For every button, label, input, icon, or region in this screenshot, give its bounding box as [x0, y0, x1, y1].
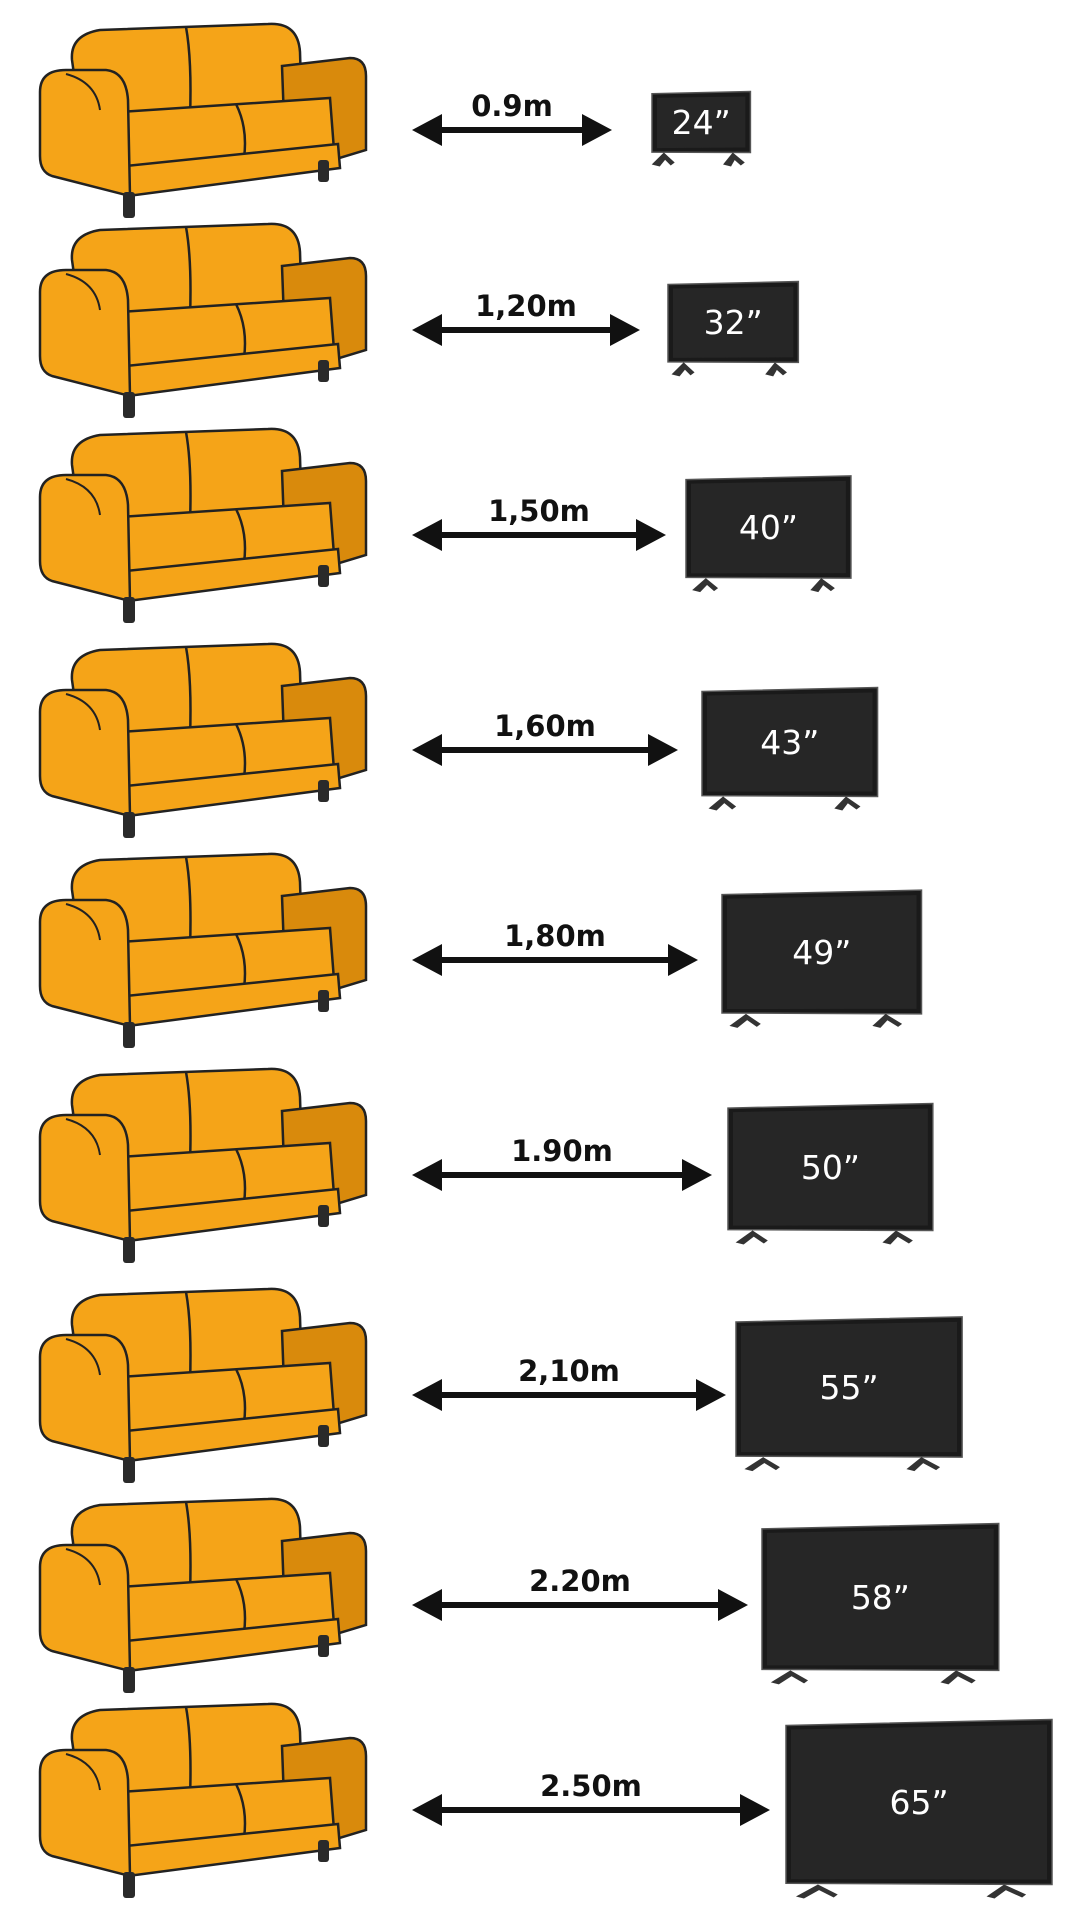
double-arrow-icon [412, 114, 612, 146]
tv-icon: 50” [727, 1102, 934, 1245]
tv-icon: 43” [701, 686, 879, 811]
sofa-icon [38, 222, 368, 418]
sofa-icon [38, 1287, 368, 1483]
double-arrow-icon [412, 944, 698, 976]
distance-label: 2,10m [518, 1354, 620, 1388]
distance-label: 2.50m [540, 1769, 642, 1803]
distance-label: 1,20m [475, 289, 577, 323]
diagram-row: 1,20m 32” [38, 222, 800, 418]
tv-size-label: 50” [801, 1148, 860, 1187]
double-arrow-icon [412, 314, 640, 346]
double-arrow-icon [412, 1159, 712, 1191]
tv-size-label: 58” [851, 1578, 910, 1617]
diagram-row: 2,10m 55” [38, 1287, 963, 1483]
sofa-icon [38, 852, 368, 1048]
distance-label: 1,80m [504, 919, 606, 953]
tv-icon: 65” [785, 1718, 1053, 1899]
tv-icon: 32” [667, 280, 800, 377]
tv-size-label: 65” [889, 1783, 948, 1822]
diagram-row: 0.9m 24” [38, 22, 752, 218]
double-arrow-icon [412, 1794, 770, 1826]
sofa-icon [38, 427, 368, 623]
tv-size-label: 32” [704, 303, 763, 342]
tv-icon: 55” [735, 1316, 963, 1472]
diagram-row: 2.50m 65” [38, 1702, 1053, 1899]
diagram-row: 2.20m 58” [38, 1497, 1000, 1693]
double-arrow-icon [412, 1379, 726, 1411]
diagram-row: 1.90m 50” [38, 1067, 934, 1263]
sofa-icon [38, 1497, 368, 1693]
sofa-icon [38, 1702, 368, 1898]
tv-size-label: 43” [760, 723, 819, 762]
tv-size-label: 24” [672, 103, 731, 142]
diagram-row: 1,50m 40” [38, 427, 852, 623]
double-arrow-icon [412, 519, 666, 551]
tv-size-label: 49” [792, 933, 851, 972]
tv-size-label: 55” [820, 1368, 879, 1407]
distance-label: 2.20m [529, 1564, 631, 1598]
tv-icon: 49” [721, 889, 923, 1028]
distance-label: 1.90m [511, 1134, 613, 1168]
sofa-icon [38, 642, 368, 838]
distance-label: 0.9m [471, 89, 553, 123]
double-arrow-icon [412, 1589, 748, 1621]
tv-size-label: 40” [739, 508, 798, 547]
sofa-icon [38, 22, 368, 218]
tv-icon: 24” [651, 90, 752, 167]
sofa-icon [38, 1067, 368, 1263]
tv-icon: 58” [761, 1522, 1000, 1685]
distance-label: 1,50m [488, 494, 590, 528]
tv-icon: 40” [685, 475, 852, 593]
diagram-row: 1,60m 43” [38, 642, 879, 838]
double-arrow-icon [412, 734, 678, 766]
diagram-row: 1,80m 49” [38, 852, 923, 1048]
distance-label: 1,60m [494, 709, 596, 743]
